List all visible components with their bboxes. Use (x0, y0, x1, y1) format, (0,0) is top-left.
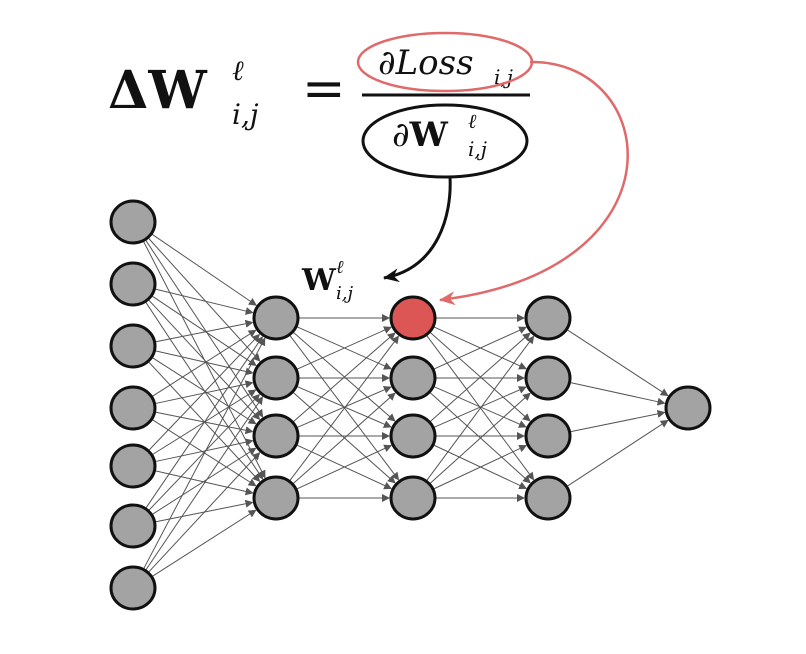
edge-l2-2-to-1 (433, 386, 527, 429)
neuron-l3-1 (524, 355, 572, 401)
edge-l2-2-to-0 (429, 332, 531, 423)
edge-l2-1-to-0 (432, 326, 527, 370)
neuron-l0-4 (109, 443, 157, 489)
neuron-l1-3 (252, 475, 300, 521)
equation-denominator-subscript: i,j (468, 137, 487, 161)
edge-l2-3-to-2 (432, 444, 528, 490)
edge-l0-6-to-3 (151, 509, 257, 578)
edge-l3-1-to-0 (569, 381, 666, 406)
edge-l0-3-to-2 (154, 411, 254, 435)
edge-l0-5-to-0 (145, 336, 263, 509)
edge-l0-5-to-1 (147, 393, 261, 512)
edge-l0-4-to-0 (147, 333, 261, 452)
neuron-l0-2 (109, 323, 157, 369)
edge-l1-3-to-2 (295, 444, 393, 490)
network-nodes (109, 199, 712, 611)
edge-l2-2-to-3 (432, 444, 528, 490)
edge-l0-6-to-0 (142, 337, 266, 570)
edge-l0-2-to-1 (154, 350, 254, 376)
weight-denominator-loop (361, 103, 529, 179)
neuron-l1-1 (252, 355, 300, 401)
neuron-l1-2 (252, 413, 300, 459)
weight-label: W ℓ i,j (301, 257, 353, 304)
equation-lhs-subscript: i,j (232, 98, 259, 131)
neuron-l0-3 (109, 385, 157, 431)
edge-l1-0-to-2 (292, 331, 396, 422)
equation-denominator-symbol: W (409, 115, 449, 155)
edge-l2-0-to-2 (429, 331, 531, 422)
edge-l0-3-to-0 (151, 329, 257, 398)
edge-l1-1-to-3 (292, 391, 396, 484)
edge-l1-3-to-1 (292, 392, 396, 485)
edge-l0-2-to-2 (151, 356, 257, 425)
neuron-l3-3 (524, 475, 572, 521)
edge-l2-1-to-3 (429, 391, 531, 484)
equation-denominator: ∂W (392, 115, 449, 155)
equation-lhs: ΔW (108, 60, 208, 121)
equation-lhs-symbol: W (147, 60, 208, 121)
neuron-l3-2 (524, 413, 572, 459)
edge-l0-0-to-1 (147, 237, 261, 362)
neuron-l2-2 (389, 413, 437, 459)
neuron-l0-6 (109, 565, 157, 611)
weight-update-equation: ΔW ℓ i,j = ∂Loss i,j ∂W ℓ i,j (108, 31, 534, 179)
edge-l3-3-to-0 (566, 419, 669, 488)
edge-l2-0-to-1 (432, 326, 527, 370)
neuron-l0-5 (109, 503, 157, 549)
edge-l2-3-to-1 (429, 392, 531, 485)
equation-numerator-text: Loss (395, 43, 474, 83)
network-edges (142, 233, 669, 578)
edge-l0-6-to-2 (147, 452, 261, 574)
edge-l0-6-to-1 (144, 396, 264, 571)
edge-l3-2-to-0 (569, 409, 666, 433)
edge-l0-2-to-0 (154, 319, 254, 343)
edge-l0-1-to-1 (151, 295, 257, 366)
edge-l0-4-to-2 (154, 438, 254, 463)
neuron-l4-0 (664, 385, 712, 431)
equation-lhs-superscript: ℓ (232, 54, 244, 87)
edge-l1-1-to-2 (296, 385, 392, 428)
edge-l1-2-to-1 (296, 386, 392, 429)
edge-l0-0-to-0 (150, 233, 257, 306)
neuron-l0-1 (109, 261, 157, 307)
edge-l0-1-to-0 (154, 288, 254, 315)
equation-denominator-superscript: ℓ (468, 109, 477, 133)
weight-label-superscript: ℓ (336, 257, 344, 278)
neuron-l3-0 (524, 295, 572, 341)
edge-l0-5-to-3 (154, 499, 254, 523)
weight-pointer-arrow (383, 176, 452, 283)
edge-l1-3-to-0 (288, 335, 400, 482)
edge-l0-0-to-2 (144, 239, 264, 418)
edge-l3-0-to-0 (566, 328, 669, 397)
edge-l0-2-to-3 (147, 360, 261, 482)
edge-l1-1-to-0 (295, 326, 392, 371)
equation-lhs-delta: Δ (108, 60, 148, 121)
edge-l0-5-to-2 (151, 447, 257, 516)
edge-l2-3-to-0 (425, 335, 535, 482)
edge-l1-0-to-1 (295, 325, 392, 370)
equation-equals: = (302, 59, 346, 119)
edge-l2-1-to-2 (433, 385, 527, 428)
neuron-l2-3 (389, 475, 437, 521)
edge-l1-2-to-0 (292, 332, 396, 423)
gradient-pointer-arrow (439, 60, 629, 306)
neuron-l2-1 (389, 355, 437, 401)
neuron-l1-0 (252, 295, 300, 341)
weight-label-subscript: i,j (336, 283, 353, 304)
highlighted-neuron (389, 295, 437, 341)
neuron-l0-0 (109, 199, 157, 245)
equation-numerator: ∂Loss (378, 43, 474, 83)
weight-label-symbol: W (301, 263, 337, 298)
equation-numerator-partial: ∂ (378, 43, 396, 83)
equation-denominator-partial: ∂ (392, 115, 410, 155)
